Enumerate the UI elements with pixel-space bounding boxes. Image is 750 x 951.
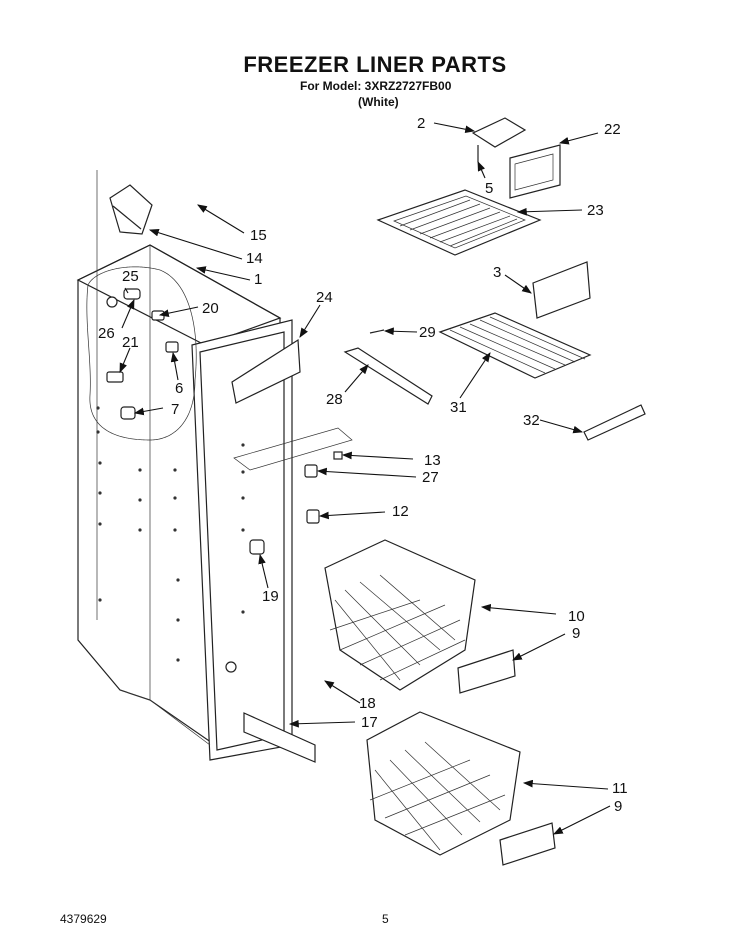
model-line: For Model: 3XRZ2727FB00 [300, 79, 452, 93]
callout-label: 20 [202, 300, 219, 317]
callout-label: 9 [572, 625, 580, 642]
diagram-title: FREEZER LINER PARTS [243, 52, 507, 77]
freezer-liner-body [76, 170, 353, 763]
callout-label: 17 [361, 714, 378, 731]
upper-wire-basket [324, 539, 516, 694]
document-number: 4379629 [60, 912, 107, 926]
callout-label: 11 [612, 780, 628, 797]
callout-label: 5 [485, 180, 493, 197]
lower-wire-basket [366, 711, 556, 866]
callout-label: 23 [587, 202, 604, 219]
callout-label: 26 [98, 325, 115, 342]
callout-label: 28 [326, 391, 343, 408]
callout-label: 22 [604, 121, 621, 138]
callout-label: 19 [262, 588, 279, 605]
callout-label: 18 [359, 695, 376, 712]
callout-label: 1 [254, 271, 262, 288]
callout-label: 2 [417, 115, 425, 132]
callout-label: 10 [568, 608, 585, 625]
callout-label: 13 [424, 452, 441, 469]
callout-label: 21 [122, 334, 139, 351]
callout-label: 15 [250, 227, 267, 244]
page-number: 5 [382, 912, 389, 926]
callout-label: 27 [422, 469, 439, 486]
callout-label: 31 [450, 399, 467, 416]
callout-label: 14 [246, 250, 263, 267]
callout-label: 9 [614, 798, 622, 815]
color-note: (White) [358, 95, 399, 109]
callout-label: 6 [175, 380, 183, 397]
callout-labels: 2 22 5 23 3 15 14 25 1 20 26 24 29 21 6 … [98, 115, 628, 815]
callout-label: 32 [523, 412, 540, 429]
callout-label: 12 [392, 503, 409, 520]
callout-label: 7 [171, 401, 179, 418]
callout-label: 25 [122, 268, 139, 285]
upper-parts-group [304, 117, 646, 524]
leader-lines [119, 122, 611, 835]
callout-label: 29 [419, 324, 436, 341]
callout-label: 24 [316, 289, 333, 306]
callout-label: 3 [493, 264, 501, 281]
